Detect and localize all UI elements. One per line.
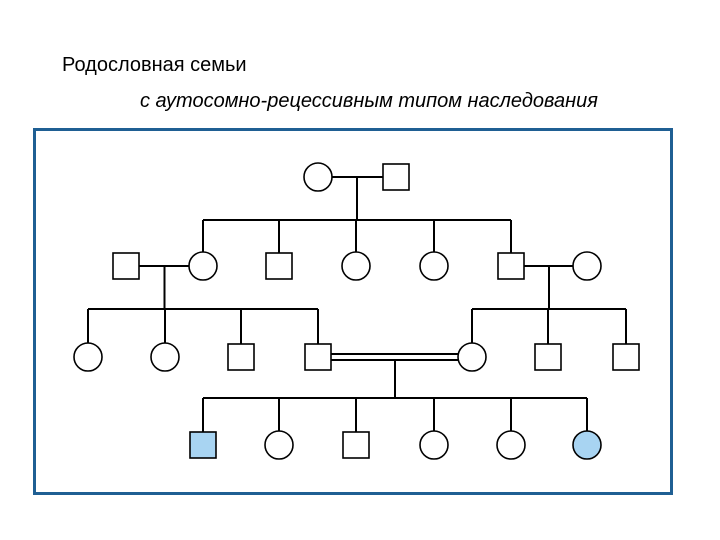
female-member-II-1 <box>188 251 218 281</box>
female-member-II-4 <box>419 251 449 281</box>
female-member-IV-5 <box>496 430 526 460</box>
male-member-II-spouse-1 <box>112 252 140 280</box>
male-member-II-5 <box>497 252 525 280</box>
affected-male-member-IV-1 <box>189 431 217 459</box>
male-member-III-4 <box>304 343 332 371</box>
pedigree-members <box>73 162 640 460</box>
affected-female-member-IV-6 <box>572 430 602 460</box>
male-member-III-7 <box>612 343 640 371</box>
female-member-IV-2 <box>264 430 294 460</box>
female-member-I-1 <box>303 162 333 192</box>
page-subtitle: с аутосомно-рецессивным типом наследован… <box>140 90 598 112</box>
page-title: Родословная семьи <box>62 54 247 76</box>
male-member-I-2 <box>382 163 410 191</box>
male-member-III-6 <box>534 343 562 371</box>
female-member-II-spouse-2 <box>572 251 602 281</box>
male-member-III-3 <box>227 343 255 371</box>
female-member-IV-4 <box>419 430 449 460</box>
female-member-III-1 <box>73 342 103 372</box>
female-member-III-2 <box>150 342 180 372</box>
female-member-II-3 <box>341 251 371 281</box>
male-member-IV-3 <box>342 431 370 459</box>
male-member-II-2 <box>265 252 293 280</box>
female-member-III-5 <box>457 342 487 372</box>
pedigree-lines <box>87 176 627 432</box>
